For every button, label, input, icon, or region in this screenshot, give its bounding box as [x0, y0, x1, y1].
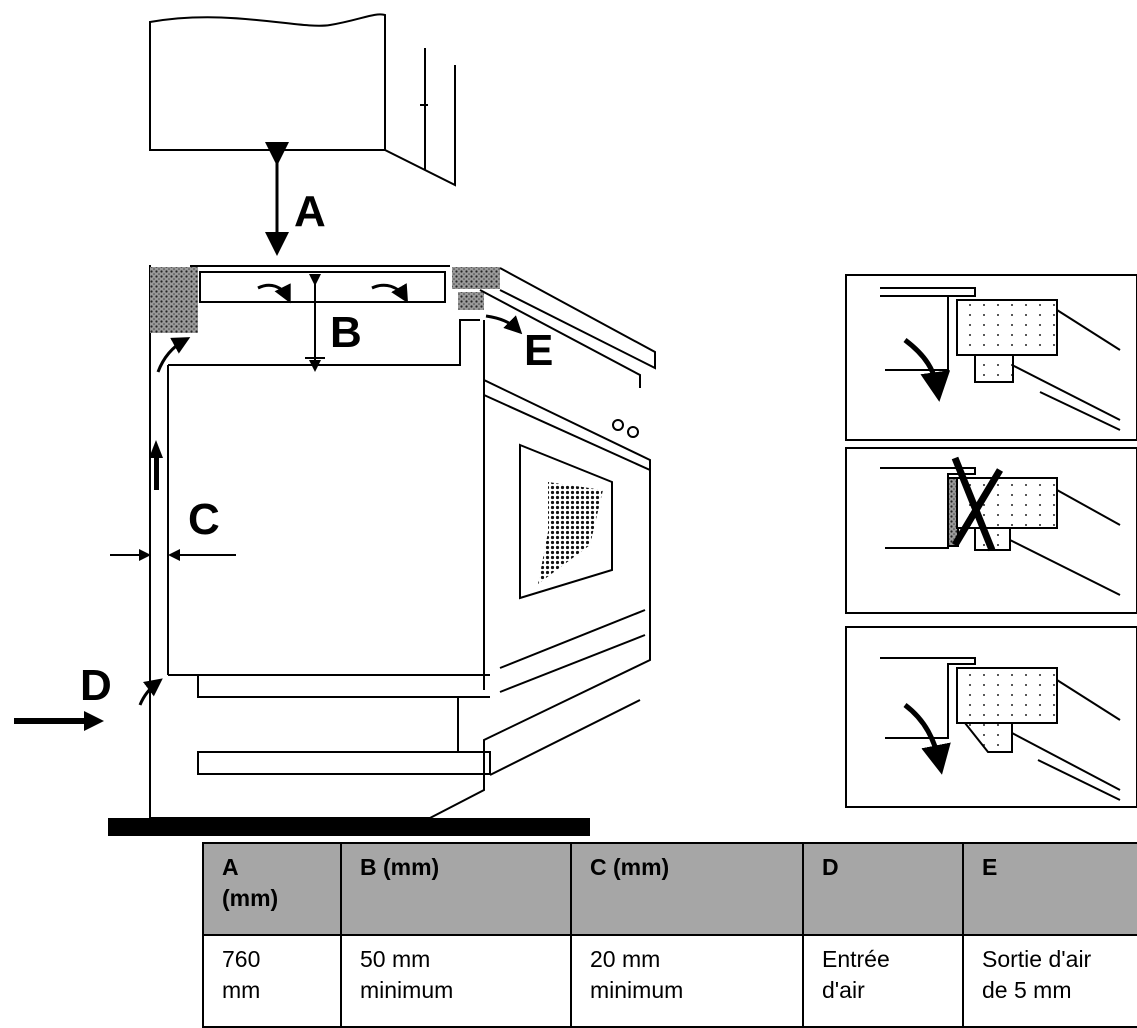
- label-a: A: [294, 187, 326, 236]
- cooker-body: [429, 267, 656, 819]
- detail-panel-correct-bottom: [845, 626, 1137, 808]
- header-d: D: [802, 842, 964, 936]
- insulation-right-bottom: [458, 292, 484, 310]
- table-row: 760 mm 50 mm minimum 20 mm minimum Entré…: [202, 934, 1137, 1028]
- oven-window-glare: [538, 482, 603, 584]
- header-e: E: [962, 842, 1137, 936]
- table-header-row: A (mm) B (mm) C (mm) D E: [202, 842, 1137, 936]
- header-c: C (mm): [570, 842, 804, 936]
- installation-diagram: A: [14, 13, 1137, 836]
- cell-b: 50 mm minimum: [340, 934, 572, 1028]
- label-d: D: [80, 661, 112, 710]
- insulation-left: [150, 267, 198, 333]
- cell-c: 20 mm minimum: [570, 934, 804, 1028]
- floor: [108, 818, 590, 836]
- cell-a: 760 mm: [202, 934, 342, 1028]
- clearance-table: A (mm) B (mm) C (mm) D E 760 mm 50 mm mi…: [202, 842, 1137, 1028]
- label-c: C: [188, 495, 220, 544]
- cell-e: Sortie d'air de 5 mm: [962, 934, 1137, 1028]
- airflow-arrows: [138, 283, 523, 706]
- label-b: B: [330, 308, 362, 357]
- air-intake-arrow: [14, 711, 104, 731]
- cell-d: Entrée d'air: [802, 934, 964, 1028]
- dimension-b-arrow: [305, 274, 325, 372]
- detail-panel-correct-top: [845, 274, 1137, 441]
- wall-cabinet: [149, 13, 456, 187]
- header-b: B (mm): [340, 842, 572, 936]
- detail-panel-incorrect: [845, 447, 1137, 614]
- insulation-right-top: [452, 267, 500, 289]
- header-a: A (mm): [202, 842, 342, 936]
- vertical-air-arrow: [149, 440, 163, 490]
- label-e: E: [524, 326, 553, 375]
